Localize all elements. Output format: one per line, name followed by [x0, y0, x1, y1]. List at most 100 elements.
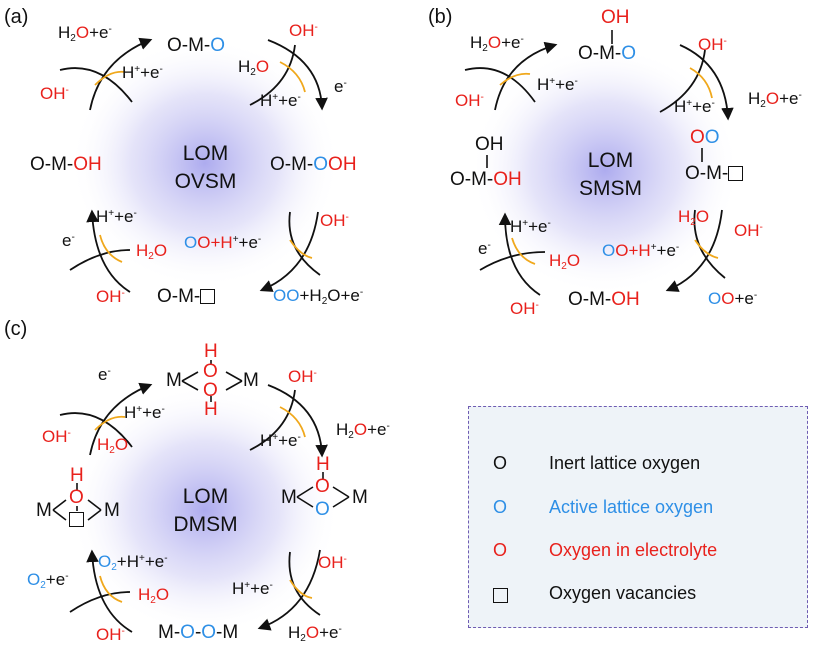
arrow-a-top-left [59, 37, 153, 111]
c-top-h1: H [204, 341, 218, 362]
species-b-top-oh: OH [601, 7, 630, 28]
c-left-h: H [70, 465, 84, 486]
legend-label-vacancy: Oxygen vacancies [549, 583, 697, 603]
b-tr-h2o-e: H2O+e- [748, 89, 802, 110]
panel-c-center-label: LOM DMSM [158, 483, 253, 540]
c-left-m2: M [104, 500, 120, 521]
species-b-left-oh: OH [475, 134, 504, 155]
legend-item-electrolyte: O Oxygen in electrolyte [469, 540, 807, 564]
a-br-oo-h2o-e: OO+H2O+e- [273, 286, 364, 307]
c-top-m1: M [166, 370, 182, 391]
a-br-oh: OH- [320, 211, 349, 230]
c-top-h2: H [204, 399, 218, 420]
c-top-o2: O [203, 380, 218, 401]
arrow-a-top-right [249, 39, 328, 111]
panel-b-center-label: LOM SMSM [563, 147, 658, 204]
arrow-c-top-left [59, 382, 153, 456]
b-br-oo-h-e: OO+H++e- [602, 241, 680, 260]
b-tr-h-e: H++e- [674, 97, 715, 116]
b-br-h2o: H2O [678, 207, 710, 228]
species-b-right: O-M- [685, 164, 744, 183]
legend-label-electrolyte: Oxygen in electrolyte [549, 540, 718, 560]
legend-symbol-inert: O [493, 453, 508, 473]
species-a-right: O-M-OOH [270, 154, 357, 175]
c-bl-o2-h-e: O2+H++e- [98, 552, 168, 573]
panel-b-tag: (b) [428, 6, 453, 28]
a-tr-oh: OH- [289, 21, 318, 40]
legend-item-active: O Active lattice oxygen [469, 497, 807, 521]
legend-item-vacancy: Oxygen vacancies [469, 583, 807, 607]
b-bl-h2o: H2O [549, 251, 581, 272]
legend-box: O Inert lattice oxygen O Active lattice … [468, 406, 808, 628]
vacancy-square [200, 289, 216, 304]
legend-item-inert: O Inert lattice oxygen [469, 453, 807, 477]
legend-label-active: Active lattice oxygen [549, 497, 714, 517]
a-br-oo-h-e: OO+H++e- [184, 233, 262, 252]
arrow-c-bottom-left [69, 549, 133, 633]
ring-c-top [181, 360, 243, 402]
species-b-bottom: O-M-OH [568, 289, 640, 310]
a-bl-h2o: H2O [136, 241, 168, 262]
species-b-right-oo: OO [690, 127, 720, 148]
a-tr-h-e: H++e- [260, 91, 301, 110]
c-right-h: H [316, 454, 330, 475]
ring-c-right [296, 472, 350, 508]
c-br-h2o-e: H2O+e- [288, 623, 342, 644]
glow-a [70, 38, 340, 288]
c-tr-h2o-e: H2O+e- [336, 420, 390, 441]
c-bl-o2-e: O2+e- [27, 570, 69, 591]
legend-symbol-electrolyte: O [493, 540, 508, 560]
center-b-line2: SMSM [579, 177, 642, 201]
b-tr-oh: OH- [698, 35, 727, 54]
species-b-left: O-M-OH [450, 169, 522, 190]
species-c-bottom: M-O-O-M [158, 622, 239, 643]
glow-b [470, 45, 740, 295]
c-top-m2: M [243, 370, 259, 391]
ring-c-left [52, 483, 102, 521]
panel-a-center-label: LOM OVSM [158, 140, 253, 197]
c-bl-oh: OH- [96, 625, 125, 644]
c-left-vacancy-square [69, 512, 84, 527]
arrow-c-bottom-right [257, 549, 321, 631]
center-a-line2: OVSM [174, 170, 237, 194]
arrow-b-top-left [464, 41, 558, 111]
c-tl-h-e: H++e- [124, 403, 165, 422]
b-tl-oh: OH- [455, 91, 484, 110]
center-a-line1: LOM [182, 142, 229, 165]
arrow-a-bottom-left [69, 209, 131, 293]
arrow-b-top-right [659, 44, 734, 121]
c-right-m1: M [281, 487, 297, 508]
c-right-o1: O [315, 476, 330, 497]
arrow-a-bottom-right [259, 211, 321, 292]
arrow-b-bottom-left [479, 212, 546, 296]
b-bl-e: e- [478, 239, 491, 258]
legend-label-inert: Inert lattice oxygen [549, 453, 701, 473]
c-tl-h2o: H2O [97, 435, 129, 456]
species-b-top: O-M-O [578, 43, 637, 64]
b-br-oh: OH- [734, 221, 763, 240]
center-b-line1: LOM [587, 149, 634, 172]
c-bl-h2o: H2O [138, 585, 170, 606]
species-a-top: O-M-O [167, 35, 226, 56]
species-a-left: O-M-OH [30, 154, 102, 175]
c-tr-oh: OH- [288, 367, 317, 386]
b-bl-h-e: H++e- [510, 217, 551, 236]
center-c-line1: LOM [182, 485, 229, 508]
c-top-o1: O [203, 361, 218, 382]
vacancy-square [728, 166, 744, 181]
b-tl-h-e: H++e- [537, 75, 578, 94]
c-tl-oh: OH- [42, 427, 71, 446]
arrow-c-top-right [249, 384, 328, 458]
c-right-m2: M [352, 487, 368, 508]
species-a-bottom: O-M- [157, 287, 216, 306]
a-bl-h-e: H++e- [96, 207, 137, 226]
panel-a-tag: (a) [4, 6, 29, 28]
glow-c [70, 385, 340, 635]
a-bl-oh: OH- [96, 287, 125, 306]
c-tr-h-e: H++e- [260, 431, 301, 450]
a-tl-h-e: H++e- [122, 63, 163, 82]
c-left-m1: M [36, 500, 52, 521]
b-bl-oh: OH- [510, 299, 539, 318]
